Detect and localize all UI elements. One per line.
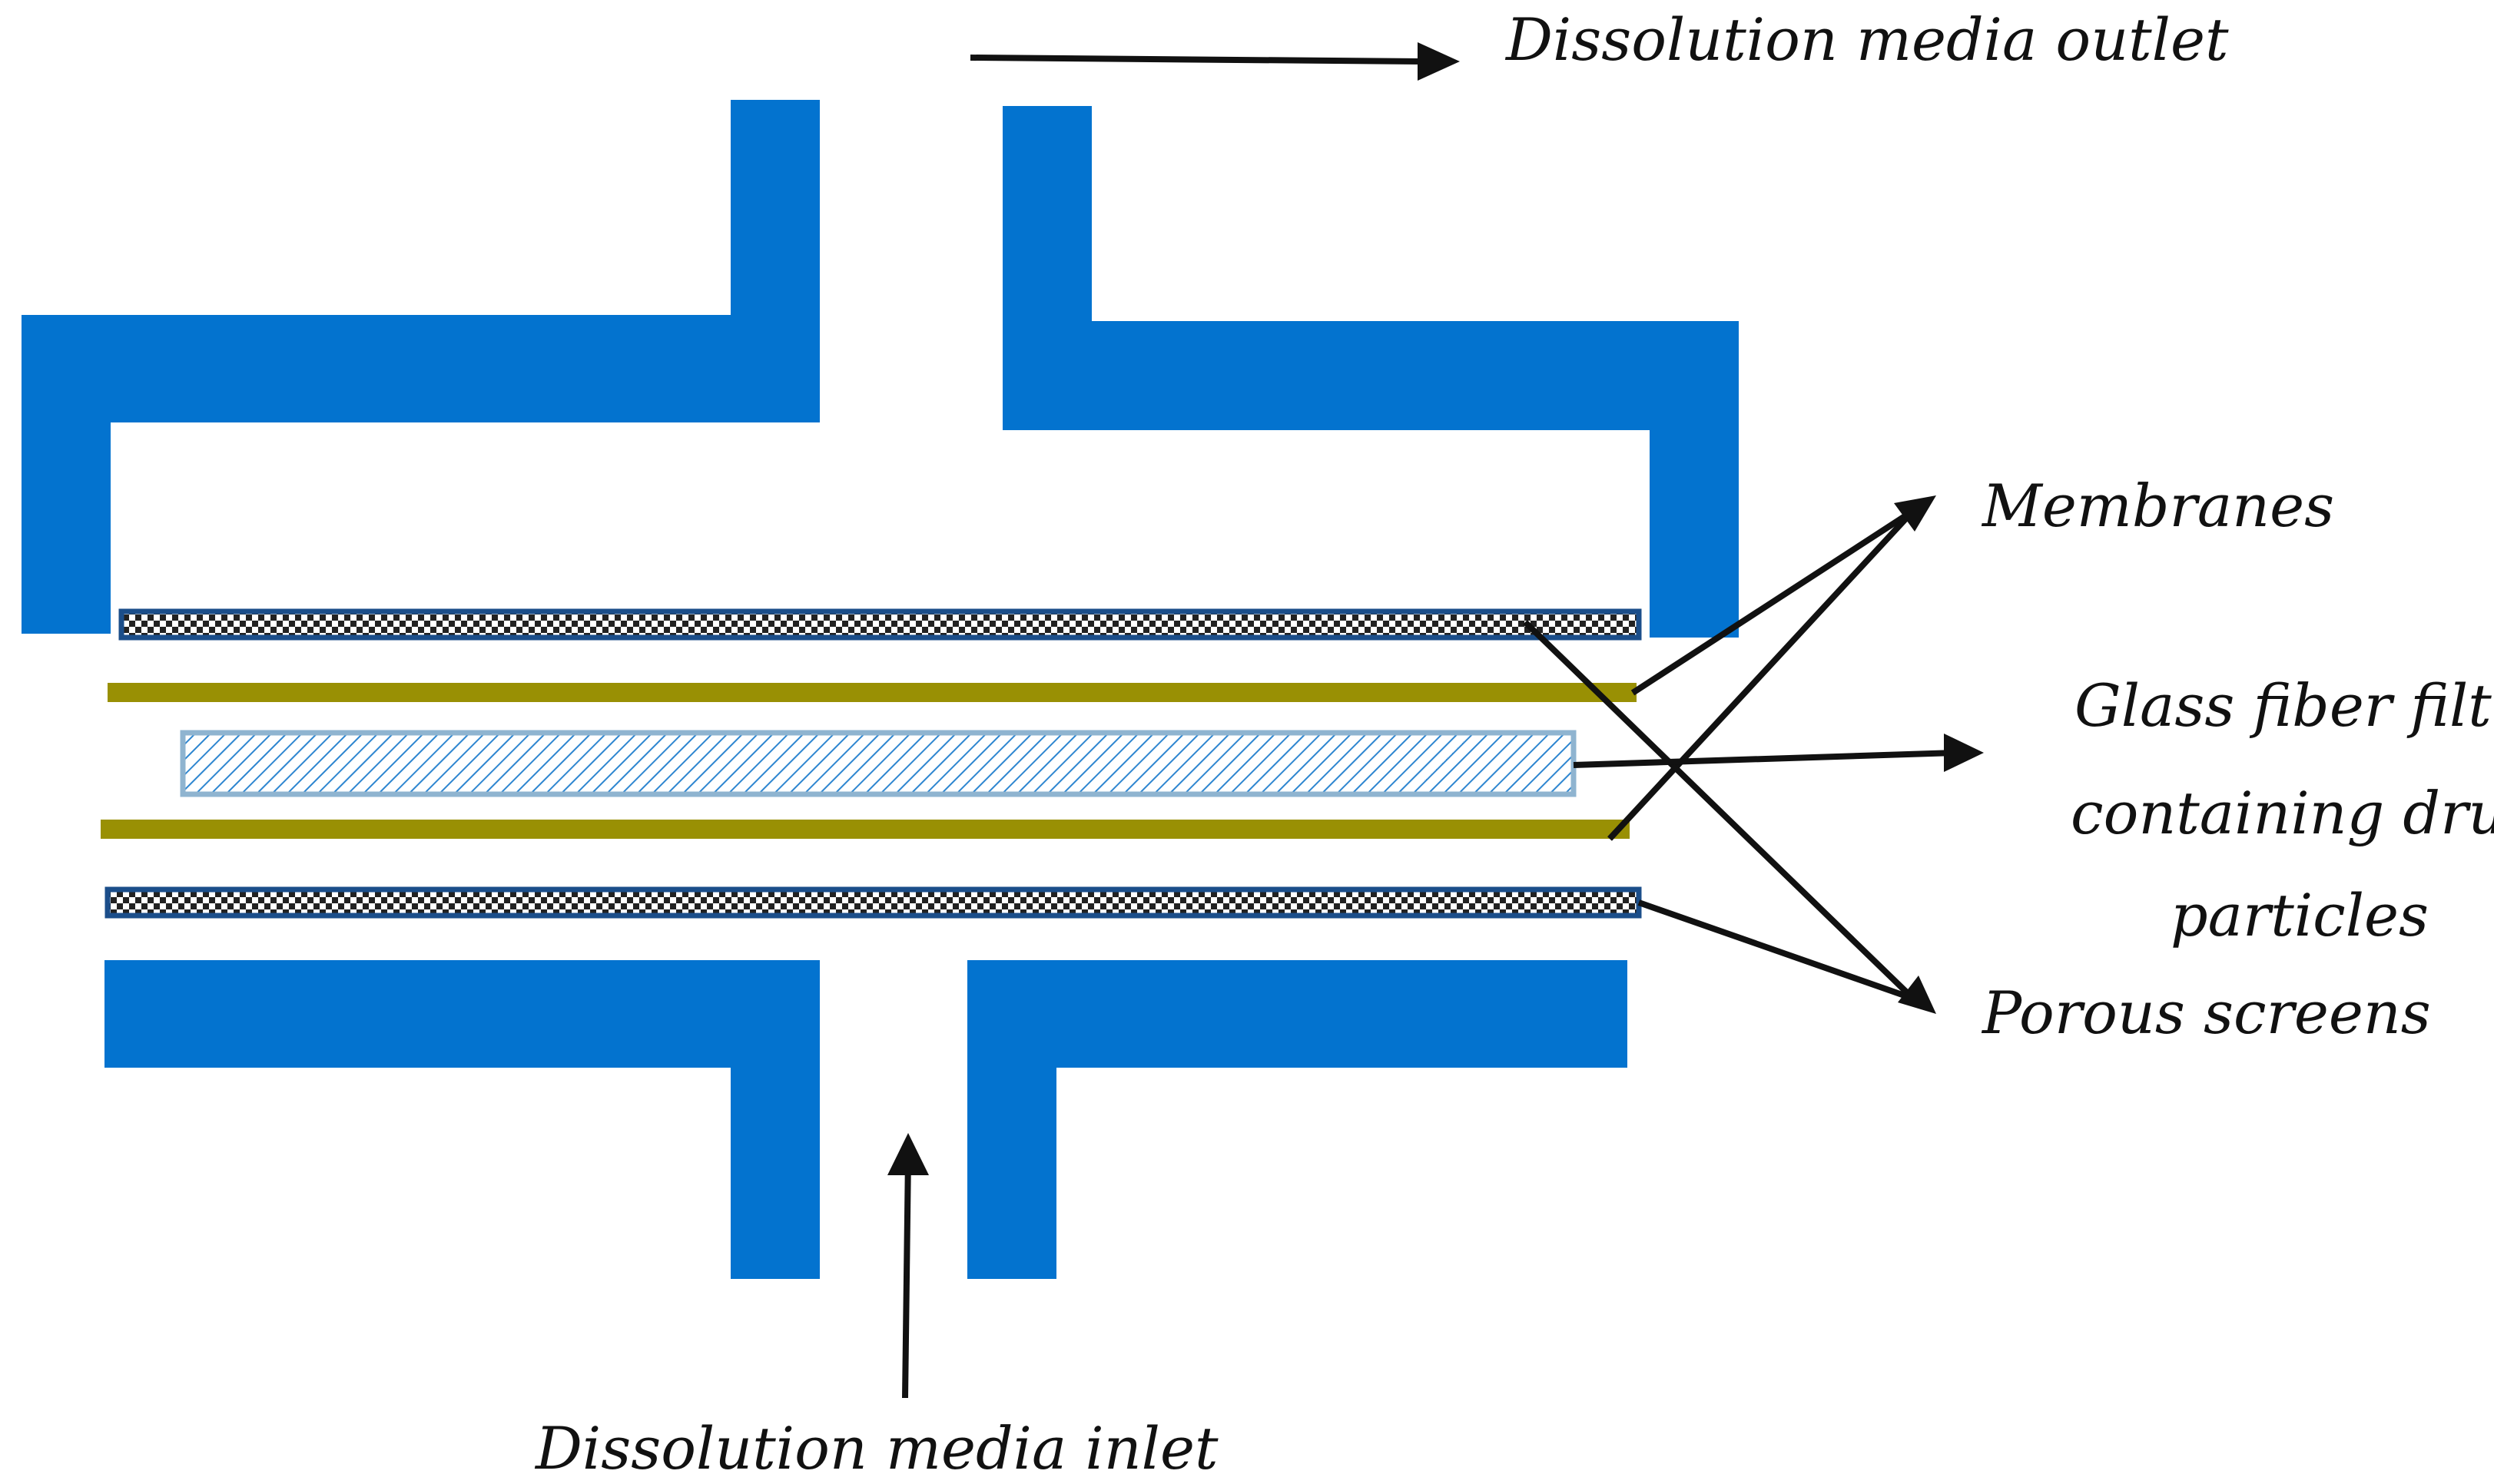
bottom-housing (104, 960, 1627, 1279)
filter-pointer (1573, 750, 1956, 768)
filter-arrowhead (1944, 734, 1984, 772)
membrane-top (108, 683, 1637, 702)
glass-fiber-filter (180, 730, 1577, 797)
inlet-arrowhead (887, 1133, 929, 1175)
arrows (902, 55, 1956, 1399)
outlet-arrowhead (1418, 42, 1460, 81)
outlet-label: Dissolution media outlet (1504, 5, 2229, 74)
inlet-label: Dissolution media inlet (534, 1414, 1219, 1482)
top-housing (22, 100, 1739, 638)
glass-filter-label-line2: containing drug (2071, 779, 2494, 847)
porous-screen-top (118, 608, 1642, 641)
screen-pointer-bottom (1637, 899, 1915, 1002)
inlet-arrow (902, 1155, 911, 1399)
membrane-pointer-top (1630, 508, 1915, 696)
membrane-pointer-bottom (1607, 508, 1915, 841)
glass-filter-label-line1: Glass fiber filter (2074, 671, 2494, 740)
glass-filter-label-line3: particles (2171, 881, 2429, 949)
screen-pointer-top (1523, 620, 1915, 1001)
membrane-bottom (101, 820, 1630, 839)
porous-screen-bottom (104, 886, 1642, 919)
outlet-arrow (970, 55, 1422, 65)
screen-arrowhead (1898, 976, 1936, 1014)
porous-screens-label: Porous screens (1981, 979, 2431, 1047)
arrowheads (887, 42, 1984, 1175)
membrane-arrowhead (1894, 495, 1936, 532)
membranes-label: Membranes (1981, 472, 2334, 540)
